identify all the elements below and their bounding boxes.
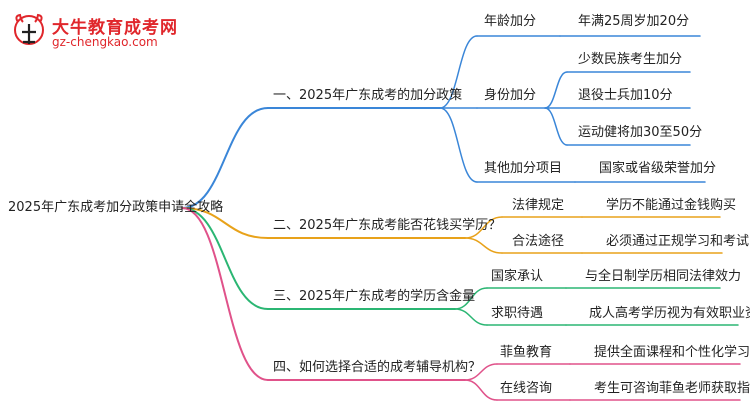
branch-4-connector xyxy=(181,207,269,381)
branch-4-label: 四、如何选择合适的成考辅导机构？ xyxy=(273,360,482,375)
branch-2-child-2-connector xyxy=(464,237,503,254)
branch-1-connector xyxy=(181,107,269,209)
branch-4-child-2-connector xyxy=(464,379,498,401)
branch-1-child-2-leaf-2: 退役士兵加10分 xyxy=(578,88,673,103)
branch-4-child-1-connector xyxy=(464,363,498,381)
branch-1-label: 一、2025年广东成考的加分政策 xyxy=(273,88,463,103)
site-logo[interactable]: 大牛教育成考网 gz-chengkao.com xyxy=(12,8,212,56)
branch-1-child-2-leaf-1-connector xyxy=(544,71,568,109)
branch-1-child-2-leaf-1: 少数民族考生加分 xyxy=(578,52,683,67)
branch-3-child-1-leaf-1: 与全日制学历相同法律效力 xyxy=(585,269,742,284)
branch-1-child-1-connector xyxy=(439,35,478,109)
branch-2-child-2-leaf-1: 必须通过正规学习和考试 xyxy=(606,234,750,249)
branch-1-child-3: 其他加分项目 xyxy=(484,161,563,176)
branch-1-child-3-leaf-1: 国家或省级荣誉加分 xyxy=(599,161,717,176)
branch-2-child-2: 合法途径 xyxy=(512,234,565,249)
branch-2-child-1-leaf-1: 学历不能通过金钱购买 xyxy=(606,198,737,213)
branch-4-child-2-leaf-1: 考生可咨询菲鱼老师获取指导 xyxy=(594,381,750,396)
branch-1-child-2: 身份加分 xyxy=(484,88,537,103)
branch-1-child-1-leaf-1: 年满25周岁加20分 xyxy=(578,14,690,29)
logo-url: gz-chengkao.com xyxy=(52,35,158,49)
branch-3-child-1-connector xyxy=(454,287,488,310)
branch-3-label: 三、2025年广东成考的学历含金量 xyxy=(273,289,476,304)
branch-3-child-2-leaf-1: 成人高考学历视为有效职业资格 xyxy=(589,306,750,321)
branch-3-child-2-connector xyxy=(454,308,488,326)
branch-2-connector xyxy=(181,207,269,239)
bull-logo-icon xyxy=(14,13,44,45)
branch-1-child-1: 年龄加分 xyxy=(484,14,537,29)
branch-3-child-1: 国家承认 xyxy=(491,269,544,284)
branch-1-child-2-leaf-3-connector xyxy=(544,107,568,146)
branch-2-child-1-connector xyxy=(464,216,503,239)
branch-1-child-3-connector xyxy=(439,107,478,183)
branch-2-label: 二、2025年广东成考能否花钱买学历？ xyxy=(273,218,502,233)
branch-3-child-2: 求职待遇 xyxy=(491,306,544,321)
logo-title: 大牛教育成考网 xyxy=(52,18,178,38)
mindmap-root: 2025年广东成考加分政策申请全攻略 xyxy=(8,200,224,215)
branch-4-child-2: 在线咨询 xyxy=(500,381,553,396)
branch-4-child-1: 菲鱼教育 xyxy=(500,345,553,360)
branch-2-child-1: 法律规定 xyxy=(512,198,565,213)
branch-1-child-2-leaf-3: 运动健将加30至50分 xyxy=(578,125,703,140)
branch-3-connector xyxy=(181,207,269,310)
branch-4-child-1-leaf-1: 提供全面课程和个性化学习方案 xyxy=(594,345,750,360)
